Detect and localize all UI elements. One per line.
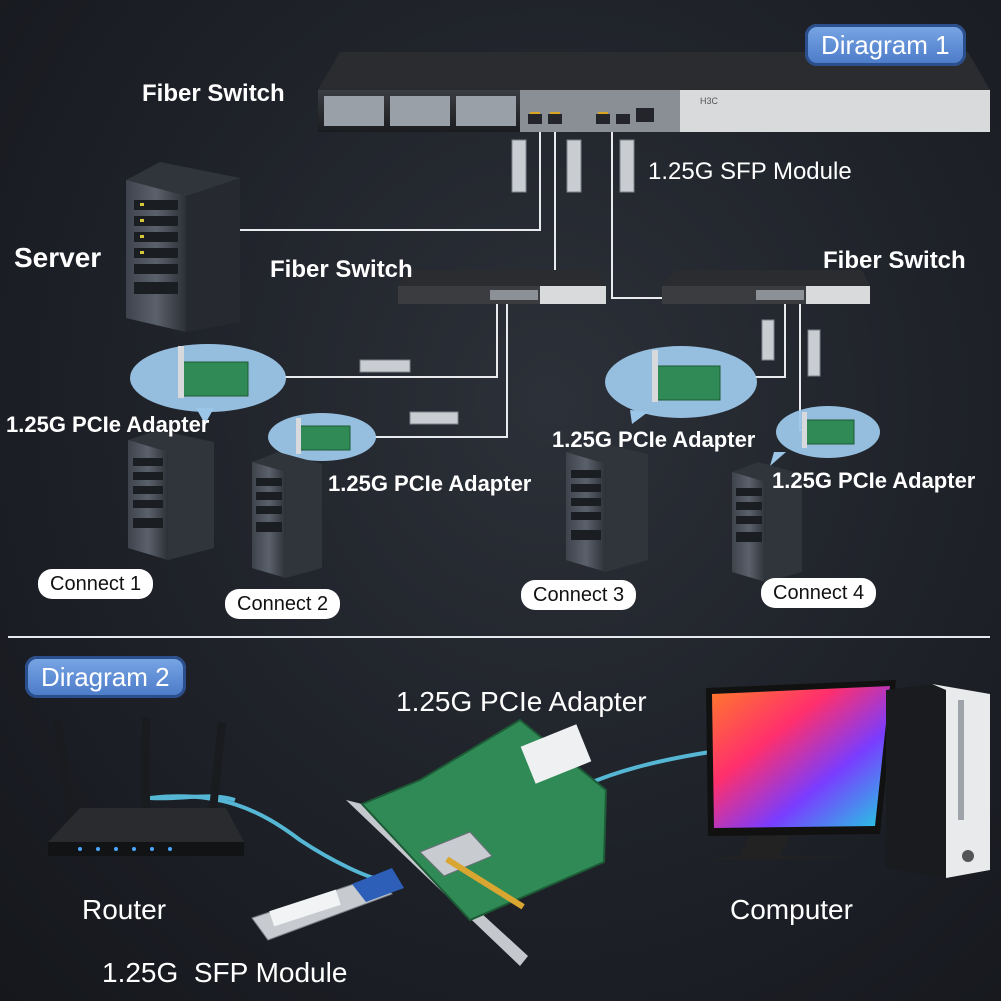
adapter-label-1: 1.25G PCIe Adapter bbox=[6, 412, 210, 437]
pc-tower bbox=[886, 684, 990, 878]
right-switch-label: Fiber Switch bbox=[823, 247, 966, 274]
monitor bbox=[700, 680, 896, 860]
sfp-module-large bbox=[251, 868, 404, 941]
router bbox=[48, 718, 244, 856]
router-label: Router bbox=[82, 894, 167, 925]
adapter-label-4: 1.25G PCIe Adapter bbox=[772, 468, 976, 493]
left-switch-label: Fiber Switch bbox=[270, 256, 413, 283]
connect-2-label: Connect 2 bbox=[225, 589, 341, 619]
core-fiber-switch: H3C bbox=[318, 52, 990, 132]
pcie-adapter-cards-small bbox=[181, 361, 855, 451]
connect-1-label: Connect 1 bbox=[38, 569, 154, 599]
pcie-adapter-label: 1.25G PCIe Adapter bbox=[396, 686, 647, 717]
server-rack bbox=[126, 162, 240, 332]
switch-brand: H3C bbox=[700, 96, 719, 106]
diagram2-badge: Diragram 2 bbox=[25, 656, 186, 698]
fiber-cable-links bbox=[149, 750, 711, 882]
connect-4-label: Connect 4 bbox=[761, 578, 877, 608]
sfp-module-label-2: 1.25G SFP Module bbox=[102, 957, 348, 988]
server-label: Server bbox=[14, 242, 102, 273]
client-racks bbox=[128, 430, 802, 582]
connect-3-label: Connect 3 bbox=[521, 580, 637, 610]
sfp-modules-core bbox=[511, 139, 635, 193]
right-fiber-switch bbox=[662, 270, 870, 304]
left-fiber-switch bbox=[398, 270, 606, 304]
sfp-module-label: 1.25G SFP Module bbox=[648, 158, 852, 185]
adapter-label-3: 1.25G PCIe Adapter bbox=[552, 427, 756, 452]
diagram1-badge: Diragram 1 bbox=[805, 24, 966, 66]
core-switch-label: Fiber Switch bbox=[142, 80, 285, 107]
computer-label: Computer bbox=[730, 894, 853, 925]
adapter-label-2: 1.25G PCIe Adapter bbox=[328, 471, 532, 496]
pcie-adapter-card-large bbox=[346, 718, 608, 966]
sfp-modules-loose bbox=[359, 319, 821, 425]
